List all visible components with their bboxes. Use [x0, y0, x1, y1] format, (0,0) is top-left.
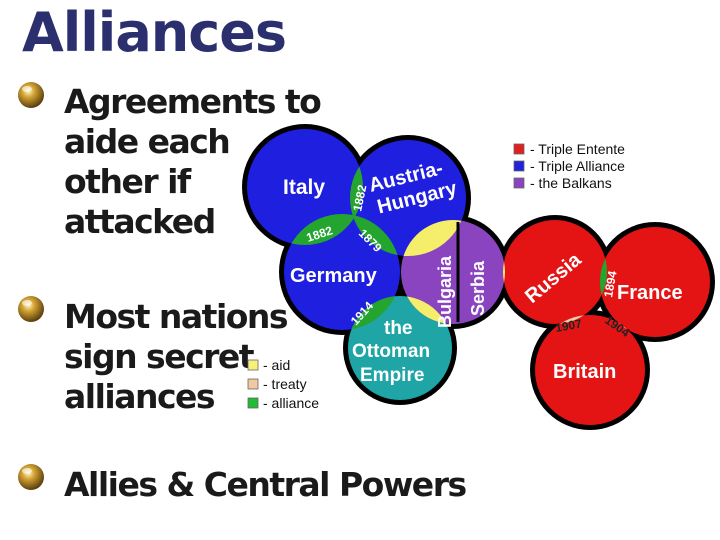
bullet-line: Allies & Central Powers — [64, 465, 467, 504]
legend-swatch-entente — [513, 143, 525, 155]
legend-swatch-balkans — [513, 177, 525, 189]
legend-groups: - Triple Entente - Triple Alliance - the… — [513, 141, 625, 191]
bullet-orb-icon — [18, 464, 44, 490]
legend-swatch-aid — [247, 359, 259, 371]
bullet-line: other if — [64, 162, 191, 201]
bullet-line: Most nations — [64, 297, 289, 336]
legend-aid: - aid — [263, 357, 290, 373]
bullet-orb-icon — [18, 296, 44, 322]
legend-swatch-alliance-link — [247, 397, 259, 409]
bullet-line: attacked — [64, 202, 216, 241]
bullet-orb-icon — [18, 82, 44, 108]
bullet-line: sign secret — [64, 337, 255, 376]
legend-links: - aid - treaty - alliance — [247, 357, 319, 411]
ottoman-circle — [348, 296, 452, 400]
year-russia-france: 1894 — [601, 269, 619, 298]
label-bulgaria: Bulgaria — [435, 255, 455, 328]
bullet-text-allies: Allies & Central Powers — [64, 465, 467, 505]
legend-swatch-alliance — [513, 160, 525, 172]
year-italy-austria: 1882 — [350, 183, 369, 212]
bullet-text-secret: Most nations sign secret alliances — [64, 297, 289, 417]
bullet-line: alliances — [64, 377, 216, 416]
bullet-line: Agreements to — [64, 82, 322, 121]
legend-entente: - Triple Entente — [530, 141, 625, 157]
label-germany: Germany — [290, 265, 378, 287]
label-britain: Britain — [553, 361, 616, 383]
label-france: France — [617, 282, 683, 304]
legend-treaty: - treaty — [263, 376, 307, 392]
bullet-line: aide each — [64, 122, 231, 161]
overlap-balkans-austria — [401, 220, 466, 256]
label-ottoman-1: the — [384, 318, 413, 339]
britain-circle — [535, 315, 645, 425]
legend-balkans: - the Balkans — [530, 175, 612, 191]
russia-circle — [503, 220, 607, 324]
label-ottoman-2: Ottoman — [352, 341, 430, 362]
label-italy: Italy — [283, 176, 325, 199]
bullet-text-agreements: Agreements to aide each other if attacke… — [64, 82, 322, 242]
label-serbia: Serbia — [468, 260, 488, 316]
legend-alliance: - alliance — [263, 395, 319, 411]
overlap-italy-germany — [284, 214, 363, 245]
legend-swatch-treaty — [247, 378, 259, 390]
label-ottoman-3: Empire — [360, 365, 424, 386]
year-russia-britain: 1907 — [554, 316, 583, 334]
france-circle — [600, 227, 710, 337]
legend-triple-alliance: - Triple Alliance — [530, 158, 625, 174]
slide-title: Alliances — [22, 1, 287, 64]
